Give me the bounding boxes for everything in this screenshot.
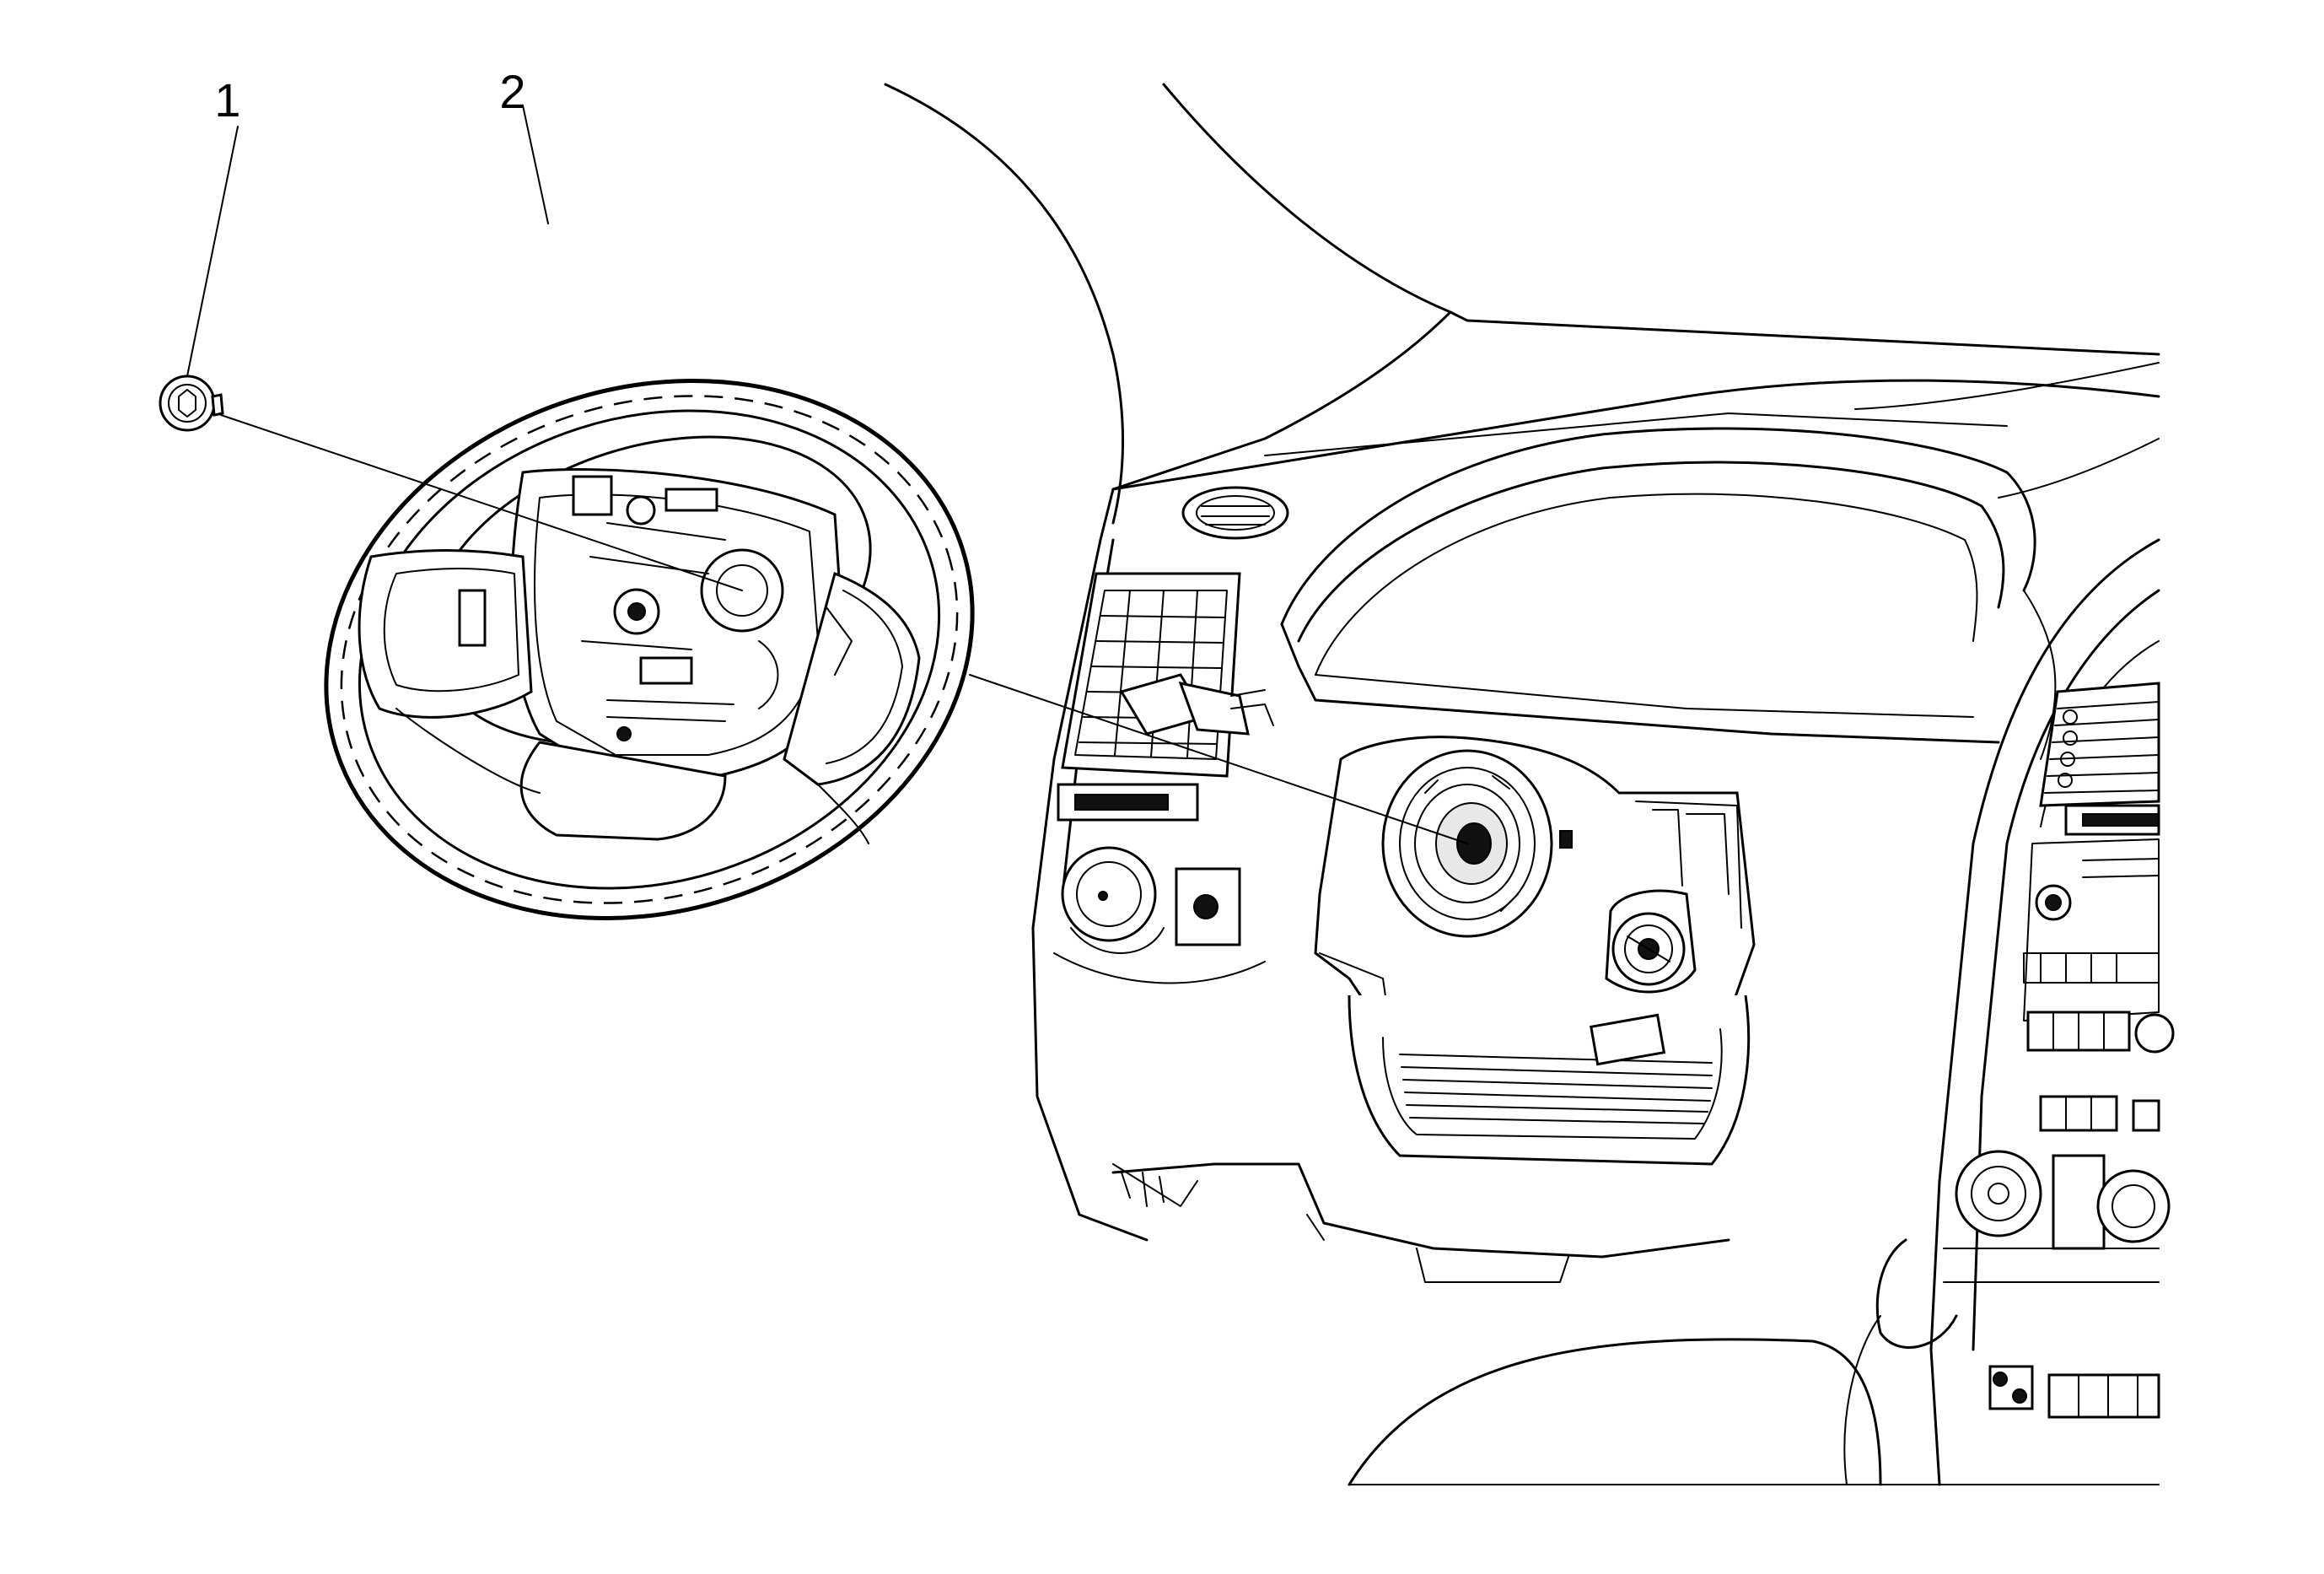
steering-column [1119,673,1756,1166]
left-air-vent [1061,572,1241,778]
defroster-vent [1181,486,1289,540]
instrument-cluster-hood [1280,427,2057,760]
ignition-lock [1605,889,1697,994]
steering-wheel-bolt [159,126,239,432]
installation-path [220,414,1468,844]
headlamp-switch [1061,846,1165,954]
center-stack [1843,538,2175,1486]
steering-wheel [324,105,975,921]
callout-1: 1 [214,73,240,127]
callout-2: 2 [499,65,525,118]
